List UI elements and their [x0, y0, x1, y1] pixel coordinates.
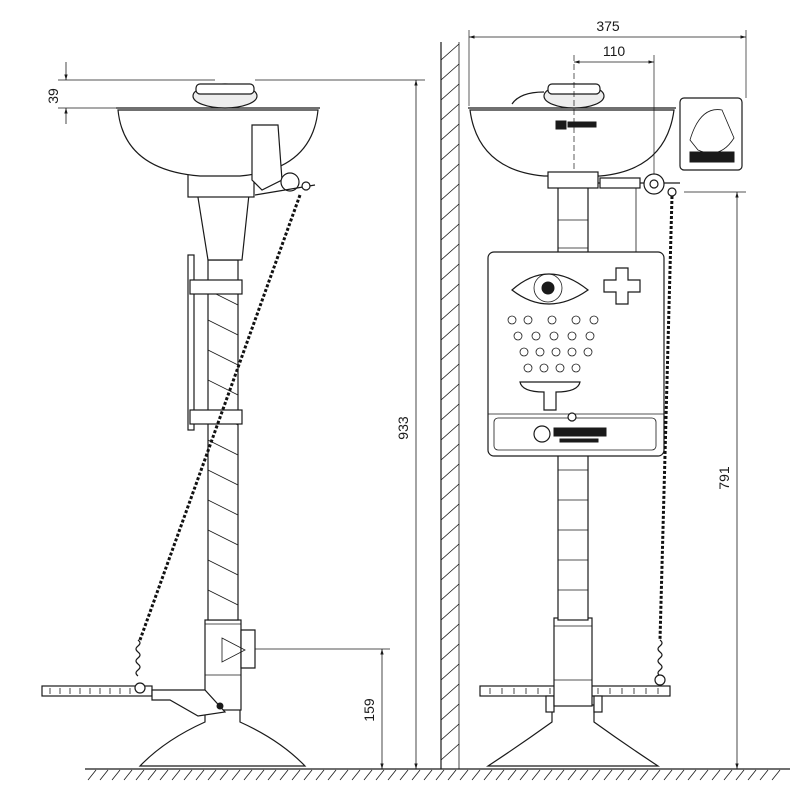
- base-foot: [138, 704, 307, 767]
- bowl-front: [469, 109, 675, 177]
- pull-chain: [138, 194, 302, 641]
- dim-label-791: 791: [716, 466, 732, 490]
- dim-label-933: 933: [395, 416, 411, 440]
- side-view: [41, 83, 320, 767]
- pull-chain-front: [658, 195, 674, 641]
- brand-logo-bowl: [555, 120, 597, 130]
- eye-icon: [511, 273, 590, 305]
- dim-label-39: 39: [45, 88, 61, 104]
- dim-pedal-height: 159: [255, 648, 390, 769]
- bowl: [117, 109, 319, 177]
- first-aid-cross-icon: [603, 267, 641, 305]
- dim-overall-width: 375: [468, 18, 747, 106]
- dim-sign-height: 791: [684, 191, 746, 769]
- dim-label-110: 110: [603, 43, 626, 59]
- dim-label-375: 375: [596, 18, 620, 34]
- brand-logo-sign: [533, 425, 607, 443]
- dim-label-159: 159: [361, 698, 377, 722]
- wall: [440, 42, 460, 769]
- pipe-lower: [204, 619, 242, 711]
- sign-edge: [187, 254, 195, 431]
- dim-bowl-offset: 110: [573, 43, 655, 174]
- handle-pivot: [280, 172, 300, 192]
- dim-top-offset: 39: [45, 62, 215, 124]
- water-spray-icon: [507, 315, 599, 422]
- ground-line: [85, 768, 790, 781]
- front-view: [468, 83, 743, 767]
- dim-overall-height: 933: [255, 79, 425, 769]
- base-foot-front: [485, 704, 661, 767]
- eyewash-sign: [487, 251, 665, 457]
